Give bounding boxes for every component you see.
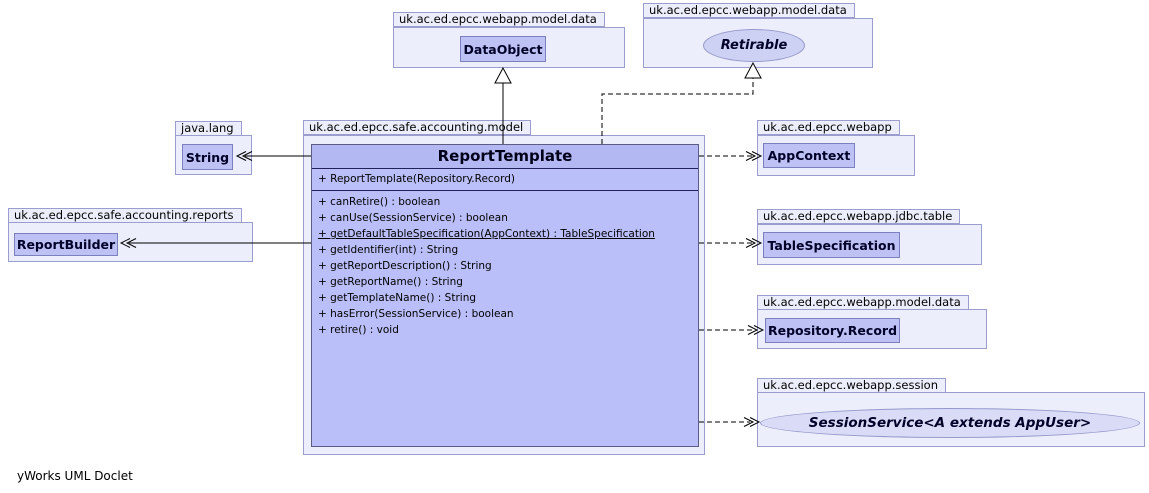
method-row: + canRetire() : boolean xyxy=(318,196,441,208)
open-arrowhead-tablespecification-2 xyxy=(745,238,757,248)
reporttemplate-method-list: + canRetire() : boolean + canUse(Session… xyxy=(312,191,698,338)
package-reports-tab: uk.ac.ed.epcc.safe.accounting.reports xyxy=(8,208,242,223)
reporttemplate-constructor-row: + ReportTemplate(Repository.Record) xyxy=(312,169,698,191)
package-session-tab: uk.ac.ed.epcc.webapp.session xyxy=(757,378,946,393)
class-dataobject[interactable]: DataObject xyxy=(460,36,546,62)
package-retirable-tab: uk.ac.ed.epcc.webapp.model.data xyxy=(643,3,855,18)
method-row-static: + getDefaultTableSpecification(AppContex… xyxy=(318,228,655,240)
class-reporttemplate[interactable]: ReportTemplate + ReportTemplate(Reposito… xyxy=(311,144,699,447)
method-row: + canUse(SessionService) : boolean xyxy=(318,212,508,224)
interface-retirable-ellipse[interactable]: Retirable xyxy=(703,29,805,62)
package-jdbc-tab: uk.ac.ed.epcc.webapp.jdbc.table xyxy=(757,209,961,224)
package-webapp-tab: uk.ac.ed.epcc.webapp xyxy=(757,120,900,135)
method-row: + getReportName() : String xyxy=(318,276,463,288)
package-record-tab: uk.ac.ed.epcc.webapp.model.data xyxy=(757,295,969,310)
class-appcontext[interactable]: AppContext xyxy=(763,143,855,168)
open-arrowhead-repository-record-2 xyxy=(747,325,759,335)
hollow-triangle-arrowhead-dataobject xyxy=(494,66,512,84)
class-repository-record[interactable]: Repository.Record xyxy=(765,318,900,343)
class-tablespecification[interactable]: TableSpecification xyxy=(763,232,900,258)
class-string[interactable]: String xyxy=(182,144,233,170)
class-reportbuilder[interactable]: ReportBuilder xyxy=(14,233,118,256)
interface-sessionservice-ellipse[interactable]: SessionService<A extends AppUser> xyxy=(760,408,1140,438)
package-model-tab: uk.ac.ed.epcc.safe.accounting.model xyxy=(303,120,532,135)
open-arrowhead-appcontext-2 xyxy=(745,151,757,161)
method-row: + retire() : void xyxy=(318,324,399,336)
method-row: + getTemplateName() : String xyxy=(318,292,477,304)
method-row: + getIdentifier(int) : String xyxy=(318,244,459,256)
package-javalang-tab: java.lang xyxy=(175,121,242,136)
open-arrowhead-sessionservice-2 xyxy=(743,417,755,427)
package-dataobject-tab: uk.ac.ed.epcc.webapp.model.data xyxy=(393,12,605,27)
method-row: + getReportDescription() : String xyxy=(318,260,492,272)
doclet-credit: yWorks UML Doclet xyxy=(17,469,133,483)
reporttemplate-title: ReportTemplate xyxy=(312,145,698,169)
method-row: + hasError(SessionService) : boolean xyxy=(318,308,514,320)
